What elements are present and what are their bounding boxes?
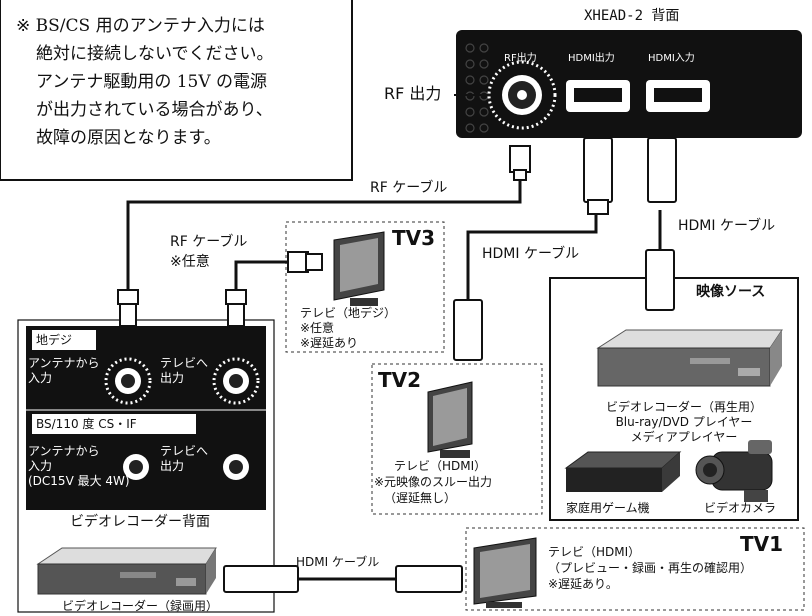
tv3-panel <box>285 221 445 353</box>
to-tv-line: 出力 <box>160 371 185 385</box>
bs-antenna-line: 入力 <box>28 459 53 473</box>
hdmi-plug-source <box>645 249 675 311</box>
warning-box-border <box>0 0 353 181</box>
tv1-title: TV1 <box>740 532 784 556</box>
bs-tag <box>32 414 196 434</box>
bs-antenna-label: アンテナから 入力 (DC15V 最大 4W) <box>28 444 130 489</box>
tv1-device <box>473 537 537 608</box>
tv2-line: テレビ（HDMI） <box>394 459 487 473</box>
hdmi-plug-tv2 <box>453 299 483 361</box>
recorder-panel <box>17 319 275 613</box>
warning-line: 故障の原因となります。 <box>36 128 221 148</box>
tv1-line: テレビ（HDMI） <box>548 545 641 559</box>
tv3-desc: テレビ（地デジ） ※任意 ※遅延あり <box>300 306 396 351</box>
rf-plug-recorder-terrestrial-in <box>117 289 139 327</box>
tv3-line: テレビ（地デジ） <box>300 306 397 320</box>
warning-line: ※ BS/CS 用のアンテナ入力には <box>16 16 265 36</box>
playback-recorder-caption: ビデオレコーダー（再生用） Blu-ray/DVD プレイヤー メディアプレイヤ… <box>594 400 774 445</box>
recording-recorder-device <box>36 547 217 595</box>
tv3-line: ※任意 <box>300 321 335 335</box>
tv2-desc: テレビ（HDMI） ※元映像のスルー出力 （遅延無し） <box>374 458 492 506</box>
terrestrial-to-tv-label: テレビへ 出力 <box>160 356 208 386</box>
tv2-line: （遅延無し） <box>384 491 457 505</box>
rf-plug-recorder-terrestrial-out <box>225 289 247 327</box>
tv3-title: TV3 <box>392 226 436 250</box>
antenna-from-line: 入力 <box>28 371 53 385</box>
tv1-panel <box>465 527 805 611</box>
video-source-title: 映像ソース <box>696 284 766 300</box>
to-tv-line: テレビへ <box>160 356 209 370</box>
bs-antenna-line: アンテナから <box>28 444 100 458</box>
rf-cable-main-label: RF ケーブル <box>370 180 448 196</box>
game-console-device <box>564 451 682 492</box>
antenna-from-line: アンテナから <box>28 356 100 370</box>
rf-output-highlight <box>487 60 557 130</box>
tv3-line: ※遅延あり <box>300 336 359 350</box>
rf-cable-optional <box>234 260 288 290</box>
rf-output-callout: RF 出力 <box>384 84 442 103</box>
tv1-desc: テレビ（HDMI） （プレビュー・録画・再生の確認用） ※遅延あり。 <box>548 544 752 592</box>
source-line: メディアプレイヤー <box>630 430 738 444</box>
video-camera-device <box>695 440 773 502</box>
warning-line: アンテナ駆動用の 15V の電源 <box>36 72 268 92</box>
terrestrial-tag <box>32 330 96 350</box>
hdmi-plug-xhead-in <box>647 137 677 203</box>
warning-note: ※ BS/CS 用のアンテナ入力には 絶対に接続しないでください。 アンテナ駆動… <box>16 12 274 152</box>
tv1-line: ※遅延あり。 <box>548 577 618 591</box>
xhead-title: XHEAD-2 背面 <box>584 8 680 24</box>
rf-cable-optional-label: RF ケーブル <box>170 234 248 250</box>
hdmi-plug-xhead-out <box>583 137 613 203</box>
hdmi-plug-recorder <box>223 565 299 593</box>
hdmi-cable-tv2-label: HDMI ケーブル <box>482 246 580 262</box>
rf-cable-optional-note: ※任意 <box>170 254 210 270</box>
recorder-back-caption: ビデオレコーダー背面 <box>70 514 210 530</box>
bs-antenna-line: (DC15V 最大 4W) <box>28 474 130 488</box>
warning-line: が出力されている場合があり、 <box>36 100 273 120</box>
bs-to-tv-line: 出力 <box>160 459 185 473</box>
tv2-line: ※元映像のスルー出力 <box>374 475 493 489</box>
terrestrial-antenna-label: アンテナから 入力 <box>28 356 100 386</box>
rf-port-label: RF出力 <box>504 53 537 64</box>
warning-line: 絶対に接続しないでください。 <box>36 44 274 64</box>
source-line: ビデオレコーダー（再生用） <box>605 400 762 414</box>
hdmi-out-port-label: HDMI出力 <box>568 53 615 64</box>
tv1-line: （プレビュー・録画・再生の確認用） <box>548 561 753 575</box>
playback-recorder-device <box>596 329 783 387</box>
rf-cable-main <box>126 180 522 290</box>
bs-to-tv-line: テレビへ <box>160 444 209 458</box>
source-line: Blu-ray/DVD プレイヤー <box>615 415 753 429</box>
tv2-title: TV2 <box>378 368 422 392</box>
hdmi-cable-tv2 <box>466 210 598 300</box>
hdmi-cable-source-label: HDMI ケーブル <box>678 218 776 234</box>
xhead-vent-dots <box>465 43 489 133</box>
hdmi-plug-tv1 <box>395 565 463 593</box>
hdmi-in-port-label: HDMI入力 <box>648 53 695 64</box>
hdmi-cable-recorder-label: HDMI ケーブル <box>296 555 380 569</box>
game-console-caption: 家庭用ゲーム機 <box>566 501 650 515</box>
video-camera-caption: ビデオカメラ <box>704 501 777 515</box>
tv3-device <box>333 231 385 306</box>
bs-label: BS/110 度 CS・IF <box>36 417 137 431</box>
recording-recorder-caption: ビデオレコーダー（録画用） <box>62 599 219 613</box>
terrestrial-label: 地デジ <box>36 333 73 347</box>
rf-plug-xhead <box>509 145 531 173</box>
bs-to-tv-label: テレビへ 出力 <box>160 444 208 474</box>
tv2-panel <box>371 363 543 515</box>
tv2-device <box>427 381 473 458</box>
